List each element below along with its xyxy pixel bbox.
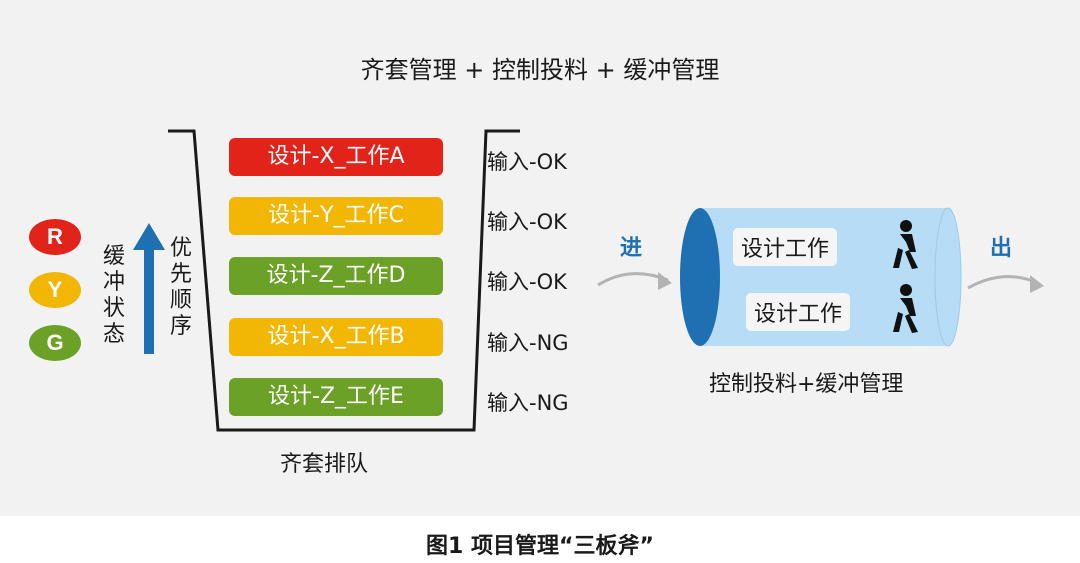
input-status: 输入-OK — [487, 270, 567, 294]
input-status: 输入-OK — [487, 210, 567, 234]
diagram-title: 齐套管理 + 控制投料 + 缓冲管理 — [360, 56, 720, 84]
queue-container — [168, 129, 520, 432]
walking-person-icon — [893, 220, 918, 269]
in-label: 进 — [620, 236, 643, 261]
queue-label: 齐套排队 — [280, 452, 369, 477]
queue-item: 设计-Y_工作C — [229, 197, 443, 235]
input-status: 输入-NG — [487, 331, 569, 355]
queue-item: 设计-X_工作A — [229, 138, 443, 176]
queue-item: 设计-Z_工作E — [229, 378, 443, 416]
figure-caption: 图1 项目管理“三板斧” — [426, 534, 654, 559]
out-arrow-icon — [967, 275, 1039, 290]
out-label: 出 — [990, 236, 1013, 261]
walking-person-icon — [893, 284, 918, 333]
pipeline-item: 设计工作 — [733, 228, 838, 266]
buffer-state-label: 缓冲状态 — [102, 244, 125, 347]
input-status: 输入-NG — [487, 391, 569, 415]
pipeline-item: 设计工作 — [746, 293, 851, 331]
buffer-state-red: R — [29, 219, 81, 255]
in-arrow-icon — [597, 272, 669, 287]
pipeline-label: 控制投料+缓冲管理 — [709, 372, 904, 397]
buffer-state-yellow: Y — [29, 272, 81, 308]
buffer-state-green: G — [29, 325, 81, 361]
queue-item: 设计-Z_工作D — [229, 257, 443, 295]
input-status: 输入-OK — [487, 150, 567, 174]
diagram-shapes — [133, 129, 1044, 432]
queue-item: 设计-X_工作B — [229, 318, 443, 356]
priority-label: 优先顺序 — [169, 236, 192, 339]
priority-arrow-icon — [133, 223, 165, 354]
